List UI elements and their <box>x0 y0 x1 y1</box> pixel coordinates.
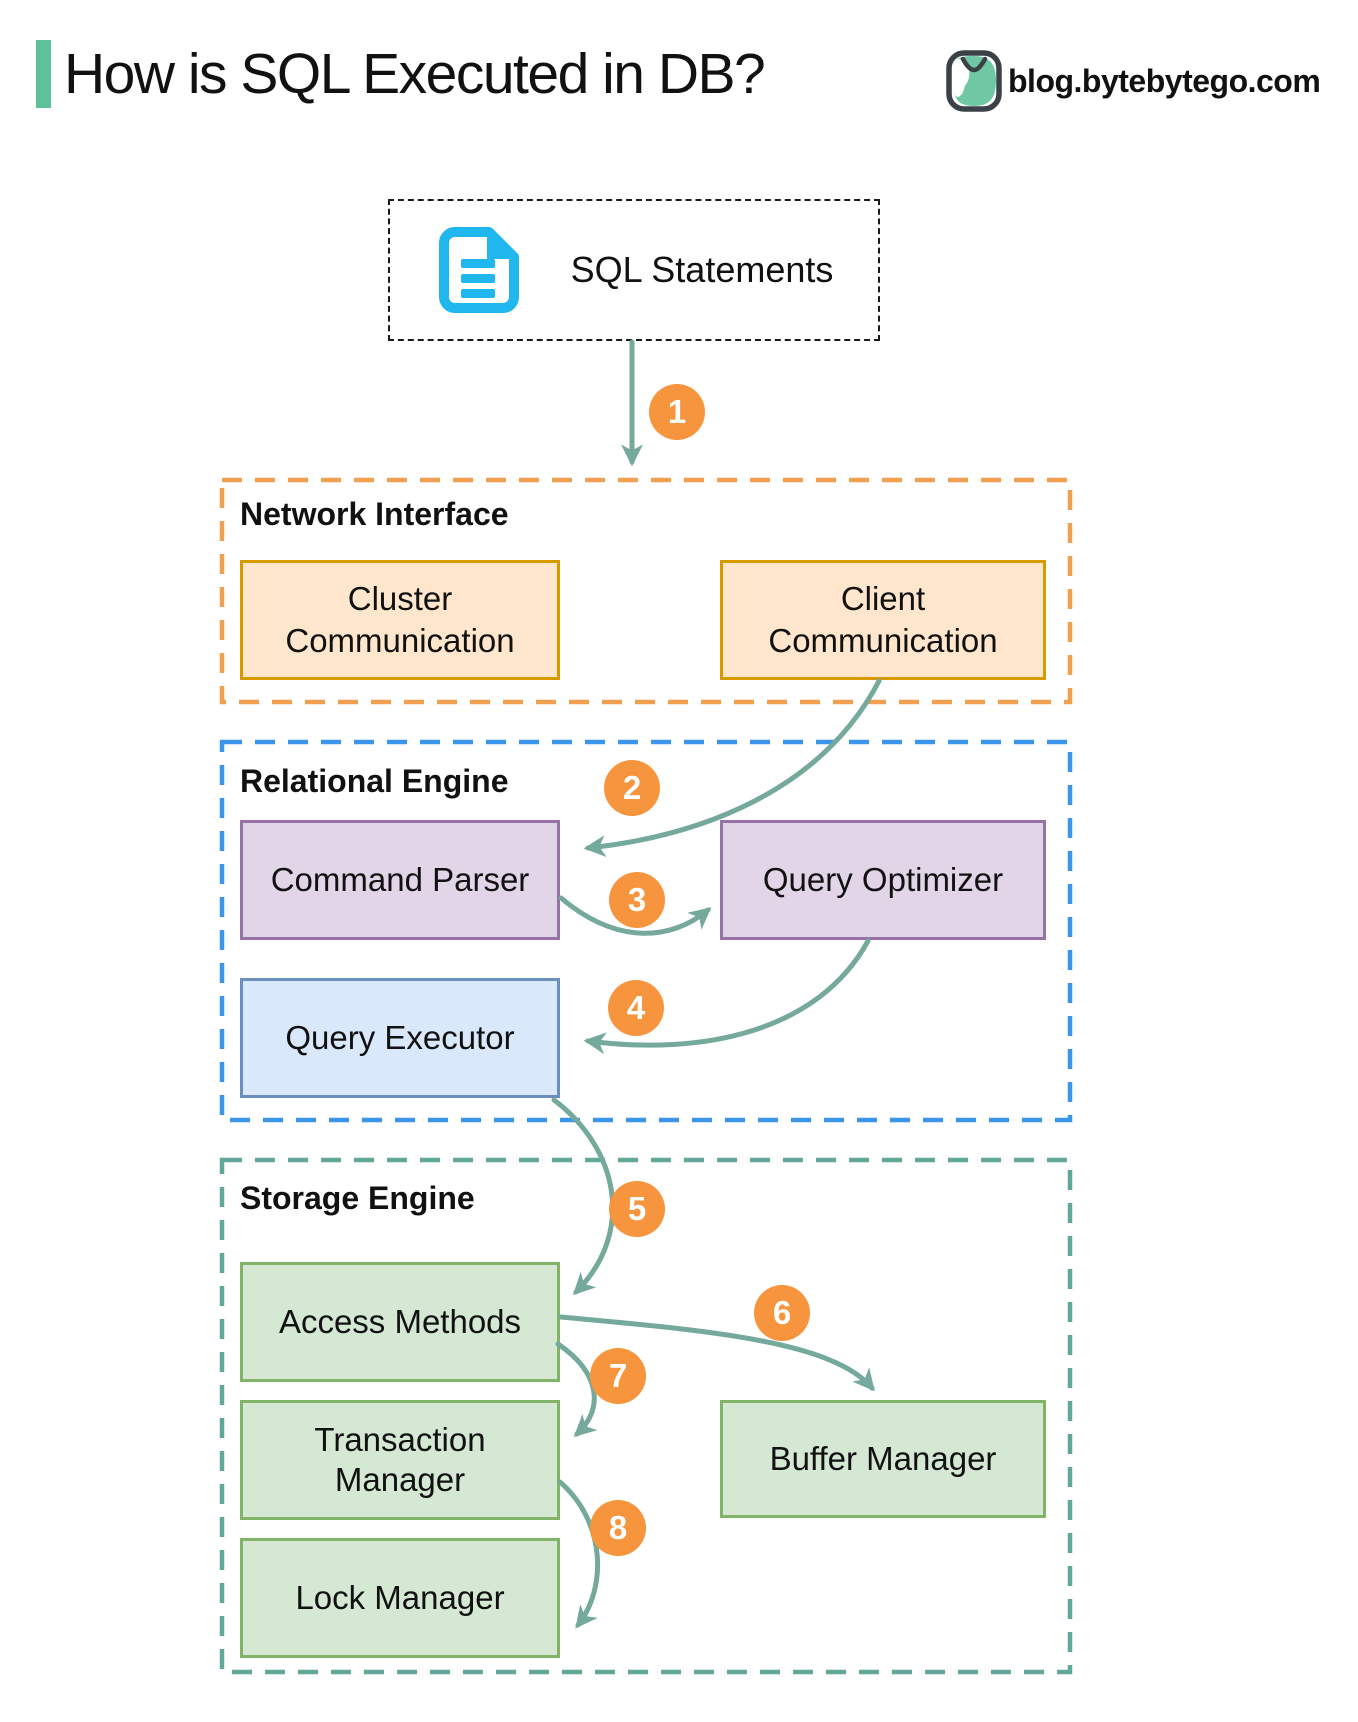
step-badge-7: 7 <box>590 1348 646 1404</box>
box-query-optimizer: Query Optimizer <box>720 820 1046 940</box>
box-label: Command Parser <box>270 861 530 898</box>
box-label: Buffer Manager <box>769 1440 997 1477</box>
sql-statements-box: SQL Statements <box>388 199 880 341</box>
logo-text: blog.bytebytego.com <box>1008 63 1321 99</box>
step-badge-1: 1 <box>649 384 705 440</box>
box-label: Communication <box>768 622 998 659</box>
box-buffer-manager: Buffer Manager <box>720 1400 1046 1518</box>
box-label: Manager <box>334 1461 466 1498</box>
document-icon <box>438 227 519 313</box>
box-access-methods: Access Methods <box>240 1262 560 1382</box>
arrow-7-access-to-transaction <box>555 1341 598 1437</box>
box-label: Cluster <box>347 580 453 617</box>
box-label: Transaction <box>314 1421 486 1458</box>
section-label-relational-engine: Relational Engine <box>240 763 509 799</box>
bytebytego-logo-icon <box>946 50 1002 112</box>
step-badge-3: 3 <box>609 872 665 928</box>
box-client-communication: Client Communication <box>720 560 1046 680</box>
step-badge-5: 5 <box>609 1181 665 1237</box>
step-badge-8: 8 <box>590 1500 646 1556</box>
box-transaction-manager: Transaction Manager <box>240 1400 560 1520</box>
step-badge-2: 2 <box>604 760 660 816</box>
box-command-parser: Command Parser <box>240 820 560 940</box>
box-label: Access Methods <box>278 1303 522 1340</box>
box-cluster-communication: Cluster Communication <box>240 560 560 680</box>
box-label: Lock Manager <box>295 1579 505 1616</box>
arrow-8-transaction-to-lock <box>557 1479 601 1629</box>
box-lock-manager: Lock Manager <box>240 1538 560 1658</box>
box-label: Query Optimizer <box>762 861 1004 898</box>
box-query-executor: Query Executor <box>240 978 560 1098</box>
section-label-network-interface: Network Interface <box>240 496 509 532</box>
arrow-5-executor-to-access <box>551 1097 616 1296</box>
section-label-storage-engine: Storage Engine <box>240 1180 475 1216</box>
step-badge-4: 4 <box>608 980 664 1036</box>
box-label: Client <box>840 580 926 617</box>
title-accent-bar <box>36 40 51 108</box>
step-badge-6: 6 <box>754 1285 810 1341</box>
box-label: Query Executor <box>285 1019 515 1056</box>
sql-statements-label: SQL Statements <box>570 249 834 290</box>
page-title: How is SQL Executed in DB? <box>64 42 766 106</box>
box-label: Communication <box>285 622 515 659</box>
